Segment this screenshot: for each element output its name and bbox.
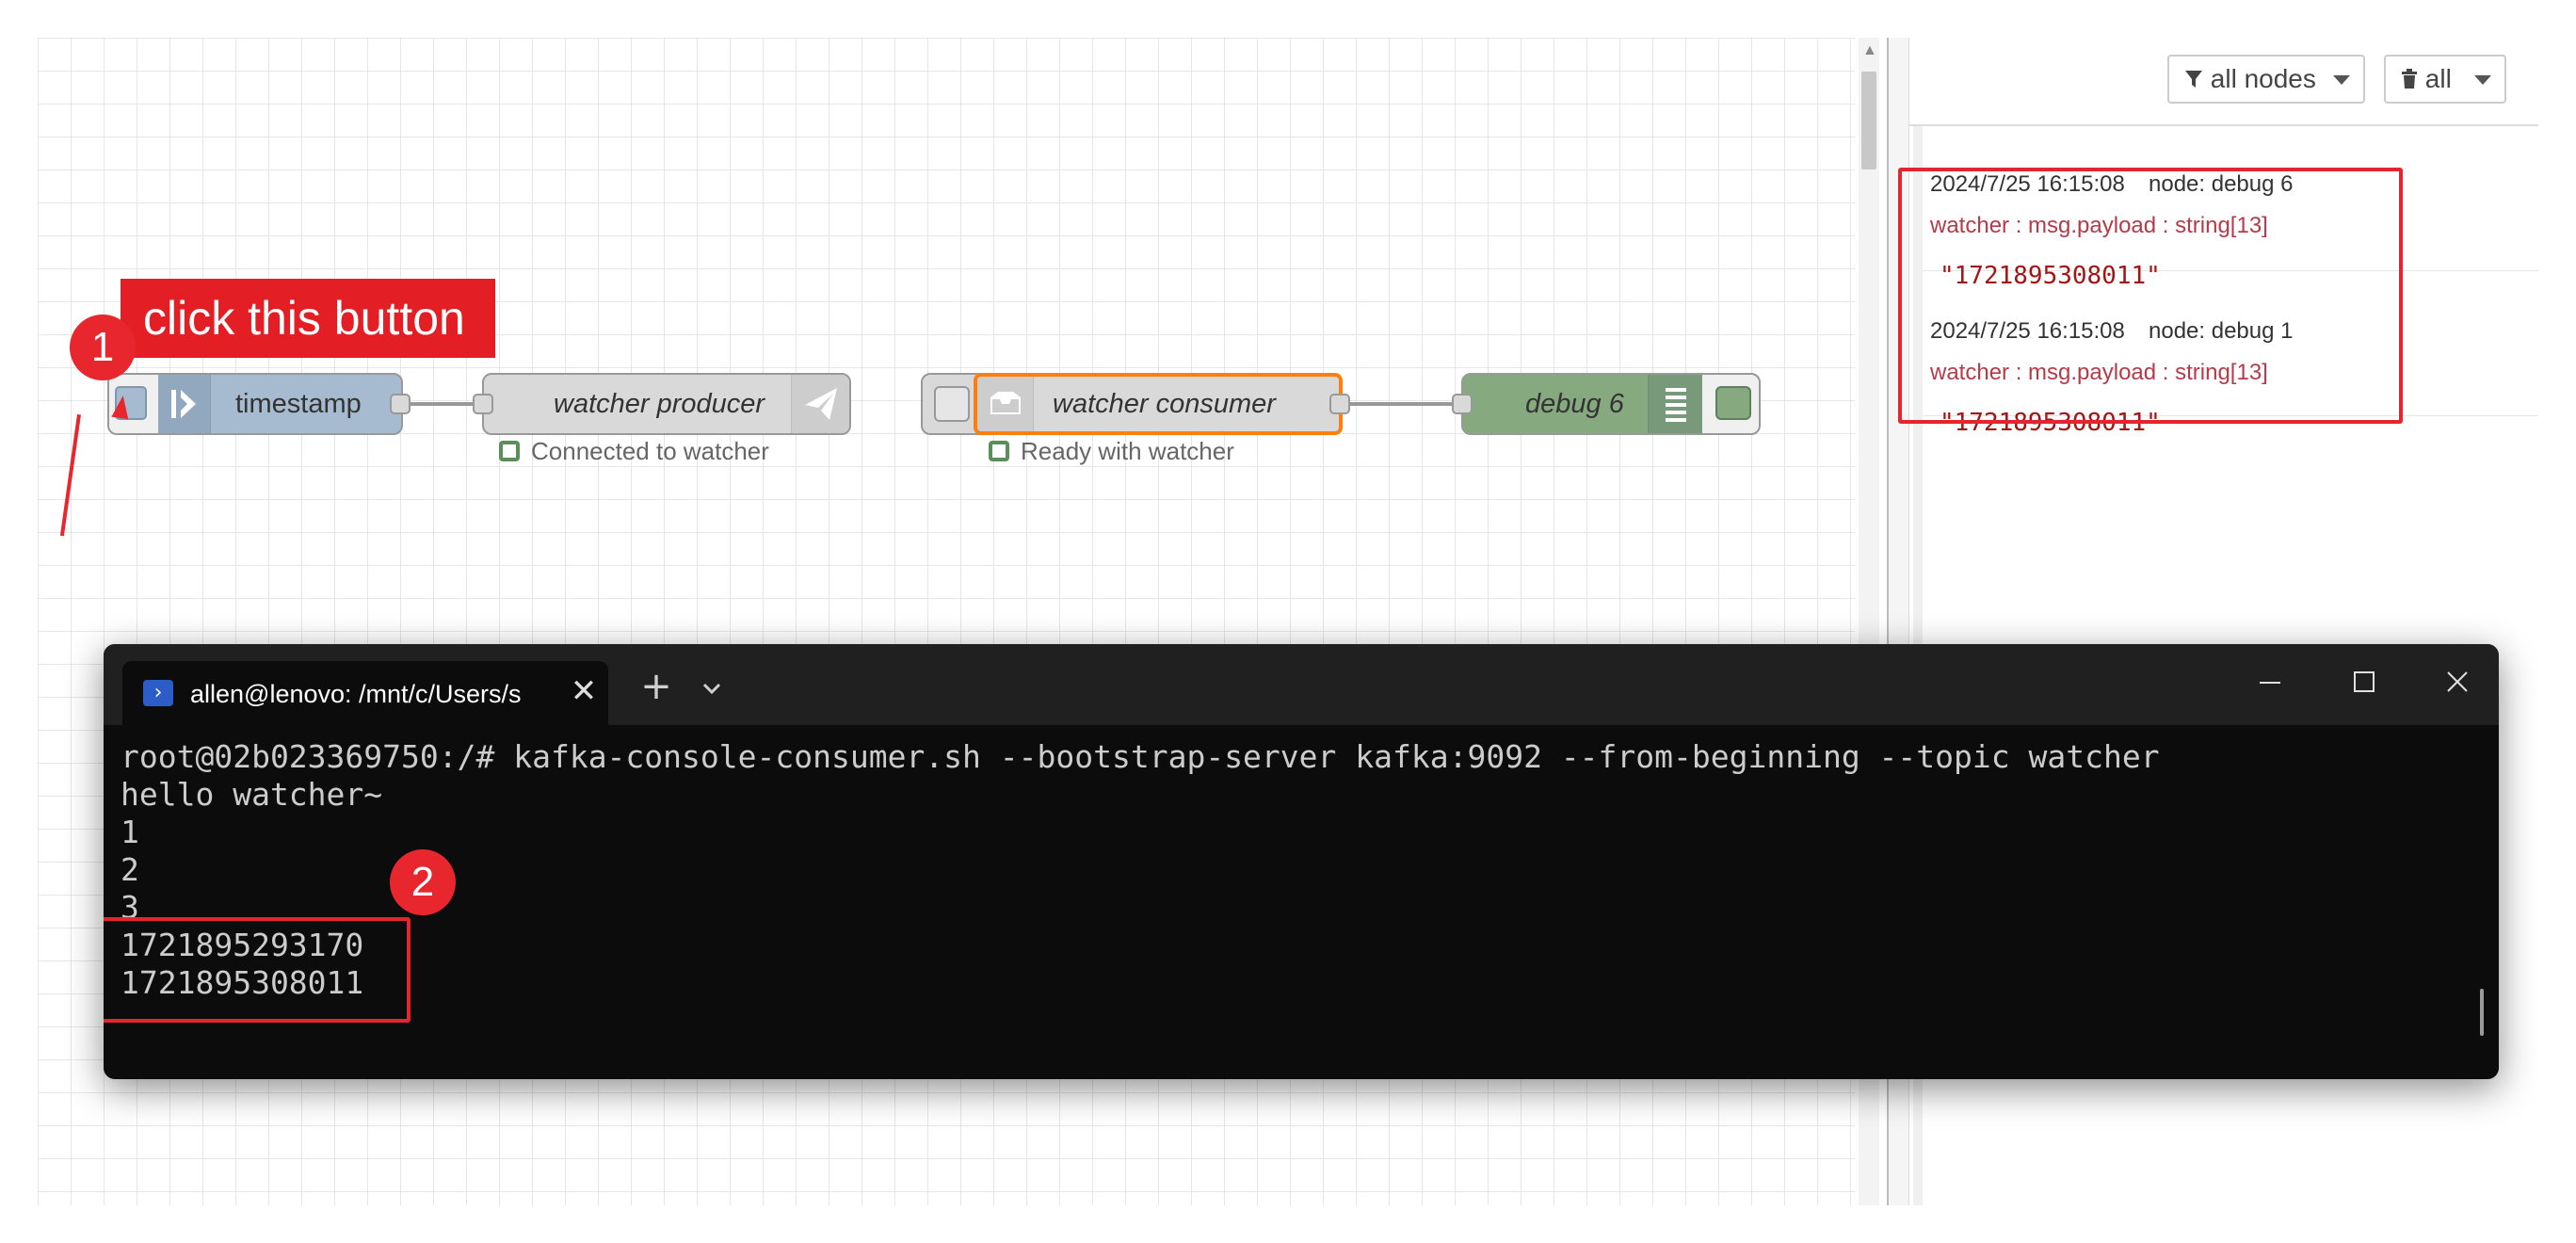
maximize-icon xyxy=(2354,671,2375,692)
producer-status-icon xyxy=(499,441,520,461)
terminal-line: 1 xyxy=(121,814,139,850)
consumer-status-text: Ready with watcher xyxy=(1021,437,1234,465)
debug-message-time: 2024/7/25 16:15:08 xyxy=(1930,318,2125,344)
debug-toggle-button[interactable] xyxy=(1715,386,1751,420)
terminal-tab-bar: › allen@lenovo: /mnt/c/Users/s ✕ + xyxy=(104,644,2499,725)
wire-inject-producer[interactable] xyxy=(401,402,482,406)
debug-message-topic: watcher : msg.payload : string[13] xyxy=(1930,360,2268,385)
inject-output-port[interactable] xyxy=(390,394,411,414)
terminal-line: 2 xyxy=(121,851,139,888)
terminal-tab-title: allen@lenovo: /mnt/c/Users/s xyxy=(190,680,522,708)
inject-node-label: timestamp xyxy=(235,389,362,419)
producer-status-text: Connected to watcher xyxy=(531,437,769,465)
toolbar-divider xyxy=(1909,124,2538,126)
scroll-up-icon[interactable]: ▲ xyxy=(1862,42,1877,58)
annotation-highlight-terminal xyxy=(104,917,411,1023)
terminal-window[interactable]: › allen@lenovo: /mnt/c/Users/s ✕ + ro xyxy=(104,644,2499,1079)
consumer-status-icon xyxy=(989,441,1009,461)
debug-toolbar: all nodes all xyxy=(1909,38,2538,126)
paper-plane-icon xyxy=(805,388,837,420)
annotation-arrow-head xyxy=(111,394,132,420)
producer-icon-area xyxy=(791,375,849,433)
arrow-right-icon xyxy=(171,390,196,418)
debug-message[interactable]: 2024/7/25 16:15:08 node: debug 6 watcher… xyxy=(1923,128,2538,290)
terminal-line: 3 xyxy=(121,889,139,926)
terminal-line: root@02b023369750:/# kafka-console-consu… xyxy=(121,738,2160,775)
wire-consumer-debug[interactable] xyxy=(1343,402,1461,406)
terminal-line: 1721895308011 xyxy=(121,964,364,1001)
chevron-down-icon xyxy=(2333,75,2350,85)
powershell-icon: › xyxy=(143,680,173,706)
debug-node-label: debug 6 xyxy=(1525,389,1624,419)
chevron-down-icon xyxy=(2474,75,2491,85)
trash-icon xyxy=(2402,69,2417,89)
filter-nodes-label: all nodes xyxy=(2210,64,2316,93)
terminal-line: 1721895293170 xyxy=(121,927,364,963)
producer-node-label: watcher producer xyxy=(554,389,765,419)
debug-message-node[interactable]: node: debug 1 xyxy=(2149,318,2294,344)
terminal-output[interactable]: root@02b023369750:/# kafka-console-consu… xyxy=(121,738,2474,1058)
tab-dropdown-button[interactable] xyxy=(691,665,733,712)
consumer-selected-outline[interactable]: watcher consumer xyxy=(974,373,1343,435)
inject-node[interactable]: timestamp xyxy=(107,373,403,435)
annotation-badge-2: 2 xyxy=(390,849,456,915)
debug-message-value[interactable]: "1721895308011" xyxy=(1940,262,2161,290)
debug-message-topic: watcher : msg.payload : string[13] xyxy=(1930,213,2268,238)
inject-icon-area xyxy=(158,375,211,433)
producer-input-port[interactable] xyxy=(473,394,493,414)
list-icon xyxy=(1666,388,1686,422)
inject-trigger-button[interactable] xyxy=(115,386,147,420)
close-icon xyxy=(2447,671,2468,692)
minimize-button[interactable] xyxy=(2231,644,2307,719)
kafka-producer-node[interactable]: watcher producer xyxy=(482,373,851,435)
page-bottom-margin xyxy=(0,1205,2576,1243)
workspace-scroll-thumb[interactable] xyxy=(1861,72,1876,170)
annotation-callout: click this button xyxy=(121,279,495,358)
filter-nodes-button[interactable]: all nodes xyxy=(2167,55,2365,104)
debug-node[interactable]: debug 6 xyxy=(1461,373,1761,435)
debug-input-port[interactable] xyxy=(1452,394,1473,414)
new-tab-button[interactable]: + xyxy=(640,665,672,708)
consumer-output-port[interactable] xyxy=(1329,394,1350,414)
clear-messages-label: all xyxy=(2424,64,2452,93)
close-tab-icon[interactable]: ✕ xyxy=(570,672,598,710)
annotation-badge-1: 1 xyxy=(70,315,136,380)
maximize-button[interactable] xyxy=(2326,644,2401,719)
inbox-icon xyxy=(990,392,1021,414)
terminal-line: hello watcher~ xyxy=(121,776,383,813)
clear-messages-button[interactable]: all xyxy=(2384,55,2506,104)
consumer-left-button[interactable] xyxy=(934,386,970,422)
consumer-icon-area xyxy=(977,377,1034,431)
debug-message-time: 2024/7/25 16:15:08 xyxy=(1930,171,2125,197)
debug-message-node[interactable]: node: debug 6 xyxy=(2149,171,2294,197)
filter-icon xyxy=(2185,71,2202,88)
minimize-icon xyxy=(2260,682,2280,684)
consumer-node-label: watcher consumer xyxy=(1053,389,1276,419)
debug-icon-area xyxy=(1648,375,1702,433)
terminal-tab[interactable]: › allen@lenovo: /mnt/c/Users/s ✕ xyxy=(122,661,608,725)
annotation-highlight-debug xyxy=(1898,168,2403,424)
chevron-down-icon xyxy=(702,683,721,695)
close-window-button[interactable] xyxy=(2420,644,2495,719)
terminal-scrollbar[interactable] xyxy=(2480,989,2484,1036)
